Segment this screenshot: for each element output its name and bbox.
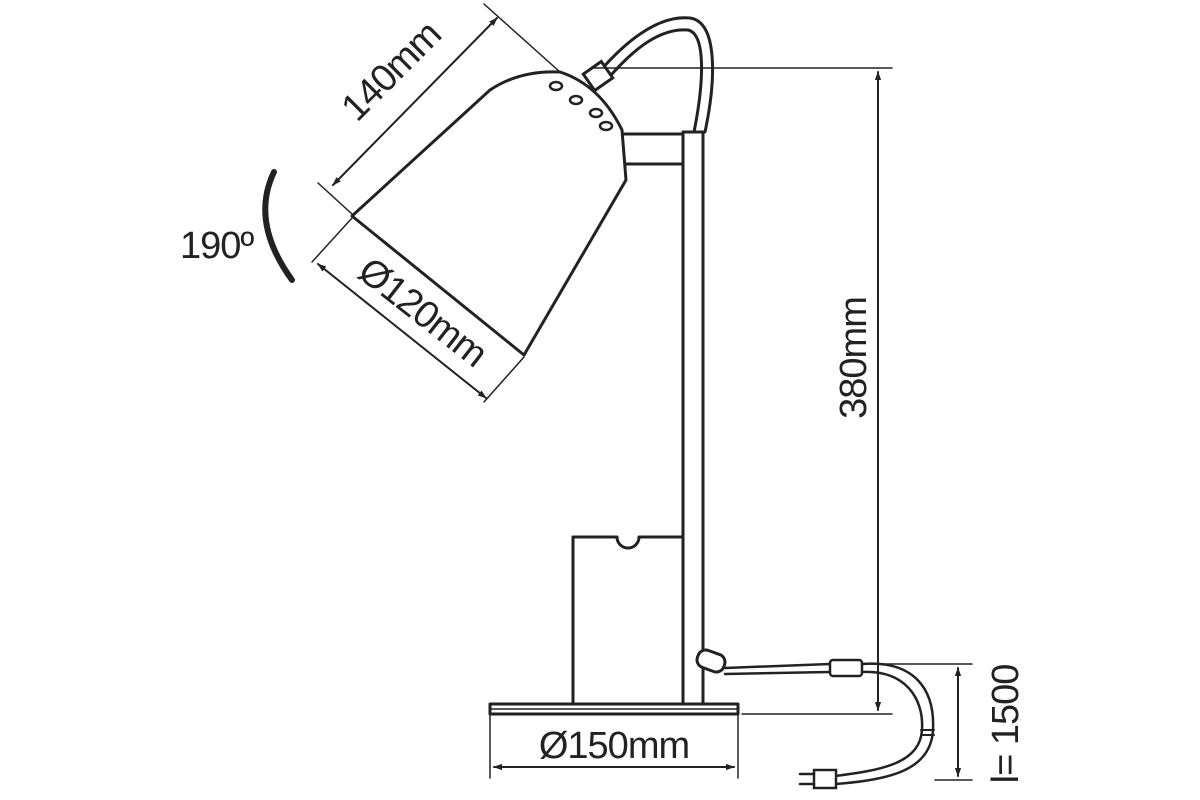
dimension-height: 380mm <box>593 67 893 715</box>
gooseneck <box>592 16 715 134</box>
lamp-shade <box>350 59 628 357</box>
rotation-label: 190º <box>180 225 254 267</box>
vent-hole <box>598 120 614 132</box>
lamp-base <box>488 702 740 716</box>
base-diameter-label: Ø150mm <box>539 725 689 767</box>
height-label: 380mm <box>833 297 875 419</box>
inline-switch <box>828 658 864 678</box>
vent-hole <box>588 107 604 119</box>
plug <box>812 768 838 790</box>
dimension-cable-length: l= 1500 <box>861 663 1027 784</box>
vent-hole <box>568 94 584 106</box>
vent-hole <box>548 80 564 92</box>
lamp-pole <box>681 130 705 706</box>
cable-length-label: l= 1500 <box>985 665 1027 784</box>
dimension-base-diameter: Ø150mm <box>489 713 739 779</box>
shade-length-label: 140mm <box>334 14 450 130</box>
rotation-indicator: 190º <box>180 169 295 283</box>
holder-box <box>571 535 685 706</box>
cable <box>695 648 935 790</box>
